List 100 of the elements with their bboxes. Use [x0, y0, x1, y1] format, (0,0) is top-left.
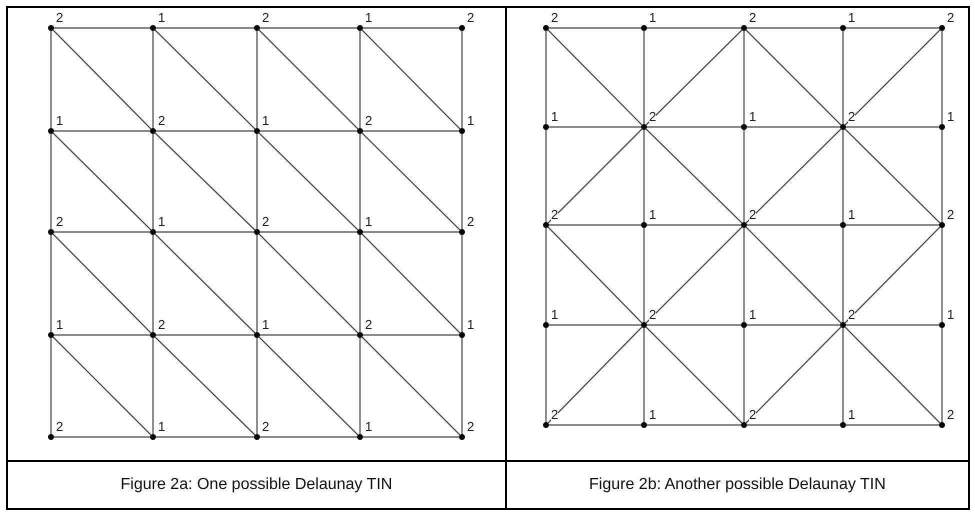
triangle-edge [359, 338, 361, 434]
triangle-edge [941, 228, 943, 322]
triangle-edge [260, 436, 357, 438]
triangle-edge [54, 27, 150, 29]
triangle-edge [846, 224, 939, 226]
point-marker [543, 222, 549, 228]
point-value: 2 [551, 408, 558, 421]
point-marker [641, 322, 647, 328]
triangle-edge [258, 336, 358, 436]
point-value: 1 [947, 308, 954, 321]
point-value: 1 [551, 110, 558, 123]
triangle-edge [260, 27, 357, 29]
point-marker [459, 229, 465, 235]
point-value: 2 [158, 318, 166, 331]
triangle-edge [260, 130, 357, 132]
triangle-edge [256, 134, 258, 229]
triangle-edge [52, 234, 152, 334]
triangle-edge [260, 334, 357, 336]
point-marker [459, 434, 465, 440]
triangle-edge [548, 30, 642, 126]
triangle-edge [545, 228, 547, 322]
triangle-edge [362, 234, 460, 334]
triangle-edge [647, 424, 741, 426]
point-marker [254, 128, 260, 134]
point-value: 2 [649, 308, 656, 321]
triangle-edge [746, 128, 842, 224]
point-value: 1 [649, 208, 656, 221]
point-marker [459, 332, 465, 338]
triangle-edge [743, 31, 745, 124]
point-value: 2 [262, 215, 270, 228]
point-marker [840, 25, 846, 31]
triangle-edge [643, 228, 645, 322]
triangle-edge [941, 328, 943, 422]
triangle-edge [154, 234, 256, 334]
triangle-edge [743, 130, 745, 222]
point-value: 1 [947, 110, 954, 123]
point-marker [641, 422, 647, 428]
triangle-edge [747, 324, 840, 326]
triangle-edge [256, 235, 258, 332]
point-marker [357, 229, 363, 235]
point-marker [459, 128, 465, 134]
point-value: 1 [158, 215, 166, 228]
point-value: 1 [649, 11, 656, 24]
point-value: 1 [365, 11, 372, 24]
point-marker [939, 25, 945, 31]
point-marker [741, 422, 747, 428]
point-value: 2 [749, 208, 756, 221]
triangle-edge [258, 234, 358, 334]
triangle-edge [746, 30, 842, 126]
point-value: 2 [467, 11, 474, 24]
triangle-edge [747, 126, 840, 128]
point-marker [939, 422, 945, 428]
triangle-edge [743, 228, 745, 322]
triangle-edge [842, 130, 844, 222]
point-marker [459, 25, 465, 31]
triangle-edge [50, 338, 52, 434]
triangle-edge [646, 128, 742, 224]
point-value: 2 [467, 215, 474, 228]
point-value: 1 [467, 114, 474, 127]
point-value: 2 [749, 408, 756, 421]
point-value: 2 [56, 215, 64, 228]
triangle-edge [156, 27, 254, 29]
triangle-edge [647, 324, 741, 326]
triangle-edge [52, 30, 152, 130]
point-value: 2 [158, 114, 166, 127]
point-value: 1 [848, 11, 856, 24]
triangle-edge [152, 31, 154, 128]
point-value: 1 [551, 308, 558, 321]
point-marker [48, 25, 54, 31]
triangle-edge [747, 27, 840, 29]
point-value: 1 [56, 318, 64, 331]
point-marker [641, 25, 647, 31]
point-marker [741, 322, 747, 328]
triangle-edge [50, 235, 52, 332]
point-marker [741, 222, 747, 228]
point-marker [641, 222, 647, 228]
triangle-edge [846, 424, 939, 426]
triangle-edge [647, 27, 741, 29]
point-marker [357, 128, 363, 134]
figure-caption: Figure 2b: Another possible Delaunay TIN [589, 475, 886, 495]
triangle-edge [548, 128, 642, 224]
triangle-edge [461, 235, 463, 332]
triangle-edge [50, 31, 52, 128]
triangle-edge [548, 226, 642, 324]
triangle-edge [643, 328, 645, 422]
triangle-edge [647, 224, 741, 226]
triangle-edge [842, 328, 844, 422]
point-marker [150, 128, 156, 134]
triangle-edge [549, 27, 641, 29]
point-value: 1 [467, 318, 474, 331]
triangle-edge [647, 126, 741, 128]
point-marker [939, 124, 945, 130]
triangle-edge [549, 324, 641, 326]
triangle-edge [842, 31, 844, 124]
point-marker [48, 332, 54, 338]
point-value: 1 [158, 11, 166, 24]
triangle-edge [545, 130, 547, 222]
point-value: 1 [749, 110, 756, 123]
point-marker [150, 25, 156, 31]
point-value: 2 [848, 110, 856, 123]
